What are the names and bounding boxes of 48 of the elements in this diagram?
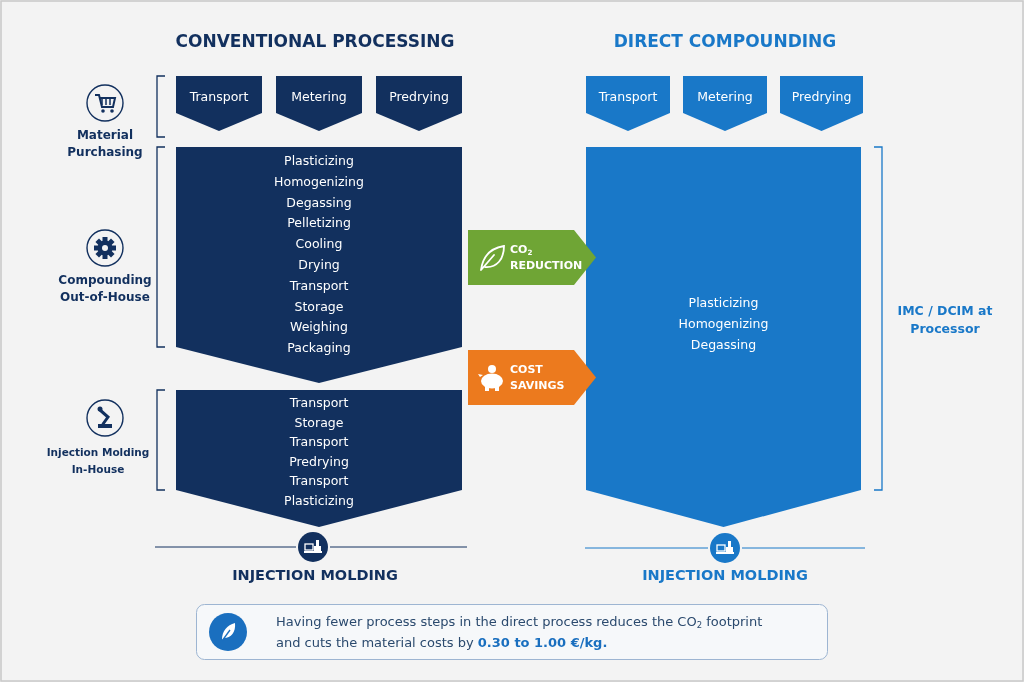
step-text: Predrying — [389, 88, 449, 106]
phase-label: Material Purchasing — [66, 127, 144, 161]
step-text: Plasticizing — [688, 294, 759, 312]
stage-heading: INJECTION MOLDING — [231, 566, 399, 585]
phase-label: Injection Molding In-House — [45, 445, 151, 477]
column-heading: DIRECT COMPOUNDING — [612, 30, 838, 53]
step-text: Storage — [294, 413, 344, 432]
step-text: Degassing — [690, 335, 757, 354]
process-block — [586, 147, 861, 527]
step-text: Transport — [289, 433, 349, 451]
step-text: Storage — [294, 297, 344, 316]
step-text: Transport — [189, 88, 249, 106]
benefit-tag — [468, 350, 596, 405]
process-step-tag — [683, 76, 767, 131]
step-text: Transport — [289, 394, 349, 412]
process-step-tag — [376, 76, 462, 131]
step-text: Homogenizing — [678, 314, 769, 333]
step-text: Plasticizing — [284, 152, 354, 170]
process-block — [176, 390, 462, 527]
step-text: Plasticizing — [284, 491, 354, 510]
step-text: Homogenizing — [274, 172, 364, 191]
info-box — [196, 604, 828, 660]
process-step-tag — [176, 76, 262, 131]
phase-label: Compounding Out-of-House — [57, 272, 153, 306]
step-text: Degassing — [286, 193, 352, 212]
column-heading: CONVENTIONAL PROCESSING — [174, 30, 456, 53]
step-text: Transport — [598, 88, 658, 106]
step-text: Metering — [697, 88, 753, 106]
process-step-tag — [276, 76, 362, 131]
step-text: Transport — [289, 276, 349, 295]
step-text: Packaging — [287, 339, 351, 358]
note-text: Having fewer process steps in the direct process reduces the CO$_{2}$ footprint and cuts the material costs by 0.30 to 1.00 €/kg. — [276, 613, 764, 652]
step-text: Cooling — [295, 235, 343, 254]
process-step-tag — [586, 76, 670, 131]
step-text: Transport — [289, 472, 349, 490]
stage-heading: INJECTION MOLDING — [641, 566, 809, 585]
step-text: Predrying — [289, 452, 349, 471]
process-block — [176, 147, 462, 383]
process-step-tag — [780, 76, 863, 131]
benefit-tag — [468, 230, 596, 285]
phase-label: IMC / DCIM at Processor — [896, 302, 994, 338]
benefit-text: COST SAVINGS — [510, 361, 566, 394]
step-text: Metering — [291, 88, 347, 106]
benefit-text: CO$_{2}$ REDUCTION — [510, 241, 583, 274]
step-text: Weighing — [290, 318, 348, 337]
step-text: Pelletizing — [287, 214, 351, 233]
step-text: Drying — [298, 256, 340, 274]
step-text: Predrying — [791, 88, 852, 106]
